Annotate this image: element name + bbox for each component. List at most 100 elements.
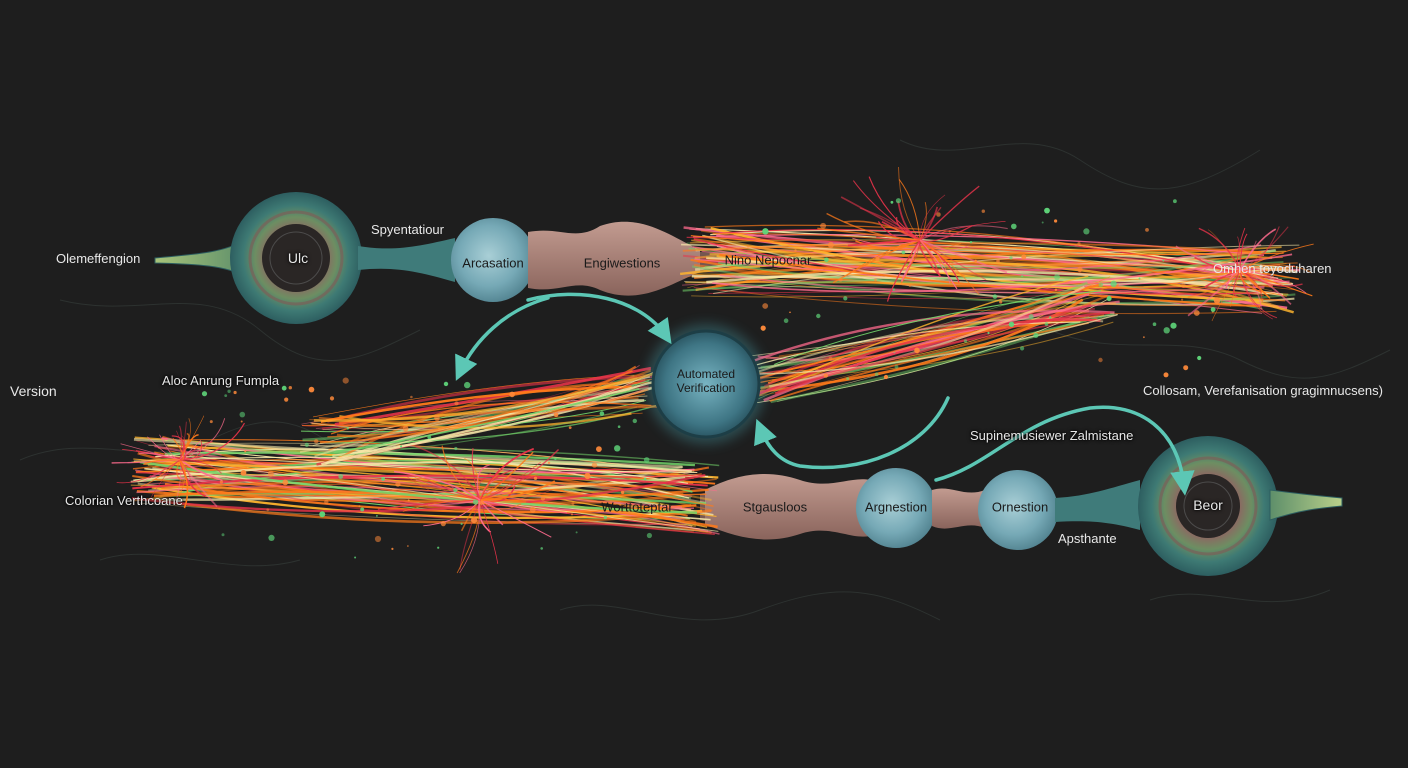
fiber-speck	[329, 396, 335, 401]
fiber-speck	[846, 377, 850, 381]
fiber-speck	[620, 490, 625, 495]
fiber-speck	[1143, 336, 1145, 339]
fiber-speck	[878, 262, 882, 265]
fiber-speck	[1054, 288, 1058, 291]
fiber-speck	[584, 472, 591, 480]
fiber-speck	[875, 256, 880, 262]
fiber-speck	[281, 385, 287, 391]
fiber-speck	[762, 228, 769, 235]
fiber-speck	[894, 365, 899, 369]
fiber-sprout	[1211, 269, 1241, 322]
engiwestions-label: Engiwestions	[583, 255, 661, 271]
fiber-strand	[759, 302, 1116, 397]
fiber-speck	[346, 427, 349, 430]
fiber-speck	[540, 547, 543, 550]
arrow-to-beor	[934, 405, 1195, 496]
fiber-strand	[133, 456, 689, 484]
fiber-strand	[742, 303, 1092, 398]
fiber-sprout	[479, 480, 556, 501]
fiber-speck	[643, 477, 647, 481]
bottom-orange-burst	[377, 445, 568, 574]
automated-verification-node[interactable]	[651, 329, 761, 439]
fiber-sprout	[132, 458, 181, 463]
fiber-strand	[321, 385, 649, 431]
fiber-strand	[325, 381, 653, 465]
stgausloos-node[interactable]	[705, 474, 870, 540]
fiber-speck	[376, 515, 378, 517]
fiber-sprout	[898, 167, 921, 241]
left-pink-burst	[111, 415, 248, 509]
spyentatiour-label: Spyentatiour	[371, 222, 444, 237]
fiber-strand	[748, 321, 1081, 368]
fiber-sprout	[1239, 264, 1313, 274]
fiber-strand	[769, 285, 1085, 388]
fiber-sprout	[377, 499, 481, 510]
fiber-sprout	[1233, 269, 1241, 298]
fiber-speck	[746, 245, 750, 248]
fiber-sprout	[179, 459, 223, 474]
ornestion-node[interactable]	[978, 470, 1058, 550]
argnestion-node[interactable]	[856, 468, 936, 548]
fiber-speck	[464, 381, 471, 389]
fiber-speck	[893, 351, 896, 354]
fiber-speck	[360, 507, 365, 512]
fiber-speck	[1173, 199, 1177, 204]
engiwestions-node[interactable]	[528, 221, 700, 296]
fiber-strand	[749, 318, 1101, 399]
fiber-strand	[747, 313, 1118, 375]
arcasation-label: Arcasation	[462, 255, 524, 271]
fiber-speck	[227, 389, 231, 393]
fiber-sprout	[427, 480, 481, 501]
fiber-sprout	[464, 457, 481, 501]
fiber-speck	[783, 318, 789, 324]
fiber-strand	[334, 381, 657, 462]
fiber-speck	[314, 439, 319, 444]
fiber-speck	[1041, 221, 1044, 224]
fiber-speck	[1028, 314, 1034, 319]
fiber-speck	[547, 461, 551, 464]
fiber-sprout	[116, 459, 181, 484]
fiber-speck	[1098, 357, 1103, 363]
fiber-speck	[218, 508, 220, 510]
fiber-speck	[1044, 207, 1050, 214]
fiber-speck	[358, 505, 361, 508]
fiber-sprout	[1239, 269, 1263, 302]
fiber-speck	[427, 435, 432, 440]
fiber-speck	[1163, 372, 1169, 378]
fiber-strand	[327, 374, 670, 423]
fiber-speck	[570, 513, 574, 516]
fiber-speck	[632, 418, 637, 424]
fiber-speck	[599, 411, 605, 416]
fiber-strand	[686, 236, 1266, 271]
fiber-speck	[1044, 322, 1049, 326]
fiber-sprout	[1239, 269, 1278, 319]
fiber-speck	[440, 521, 446, 527]
fiber-speck	[288, 386, 292, 390]
cycle-arrows	[455, 292, 1195, 496]
bottom-to-central-bundle	[299, 365, 670, 466]
fiber-sprout	[906, 239, 921, 269]
fiber-sprout	[1239, 269, 1263, 294]
fiber-speck	[554, 457, 557, 461]
fiber-speck	[224, 394, 228, 397]
fiber-speck	[454, 401, 459, 406]
arcasation-node[interactable]	[451, 218, 535, 302]
fiber-speck	[1145, 228, 1149, 232]
ornestion-label: Ornestion	[991, 499, 1049, 515]
fiber-strand	[713, 243, 1264, 296]
arrow-to-automated	[526, 292, 672, 345]
fiber-sprout	[898, 179, 921, 241]
bottom-right-stem	[1269, 489, 1343, 521]
fiber-strand	[166, 458, 719, 532]
fiber-speck	[407, 545, 409, 547]
top-specks	[746, 198, 1221, 381]
fiber-speck	[914, 347, 920, 354]
fiber-strand	[691, 263, 1287, 298]
fiber-speck	[1210, 307, 1216, 312]
fiber-speck	[1162, 259, 1165, 262]
fiber-sprout	[479, 489, 564, 501]
fiber-speck	[1183, 365, 1189, 371]
fiber-speck	[472, 499, 479, 505]
fiber-sprout	[147, 459, 181, 503]
